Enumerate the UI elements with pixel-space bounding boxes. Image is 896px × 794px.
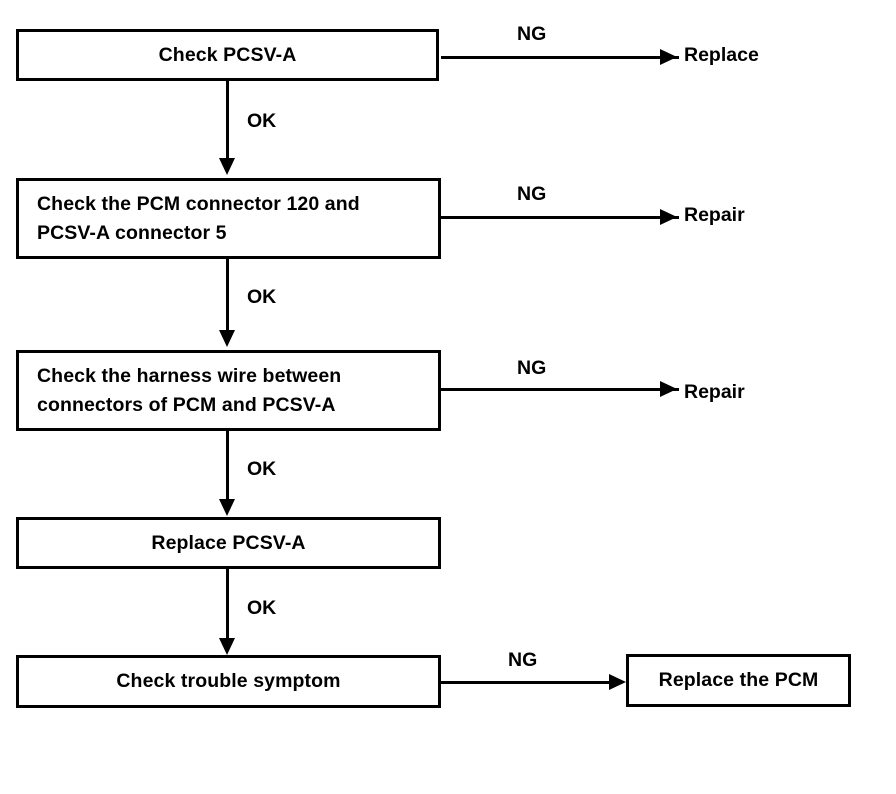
node-check-pcsv-a-line-1: Check PCSV-A — [158, 43, 297, 66]
arrowhead-check-symptom-ng — [609, 674, 626, 690]
edge-line-check-connectors-ng — [441, 216, 679, 219]
edge-label-check-connectors-ng: NG — [517, 183, 547, 205]
arrowhead-replace-pcsv-a-ok — [219, 638, 235, 655]
terminal-repair-connectors: Repair — [684, 204, 745, 226]
terminal-repair-harness: Repair — [684, 381, 745, 403]
node-replace-pcsv-a-line-1: Replace PCSV-A — [151, 531, 306, 554]
edge-label-check-pcsv-a-ok: OK — [247, 110, 277, 132]
edge-label-check-pcsv-a-ng: NG — [517, 23, 547, 45]
edge-line-check-pcsv-a-ok — [226, 80, 229, 160]
edge-line-replace-pcsv-a-ok — [226, 568, 229, 640]
node-replace-pcm-line-1: Replace the PCM — [658, 669, 819, 692]
terminal-replace: Replace — [684, 44, 759, 66]
arrowhead-check-harness-ng — [660, 381, 677, 397]
edge-line-check-pcsv-a-ng — [441, 56, 679, 59]
node-check-harness-line-2: connectors of PCM and PCSV-A — [37, 393, 336, 416]
edge-label-check-connectors-ok: OK — [247, 286, 277, 308]
edge-line-check-symptom-ng — [441, 681, 615, 684]
edge-label-check-harness-ok: OK — [247, 458, 277, 480]
node-check-connectors-line-1: Check the PCM connector 120 and — [37, 193, 360, 216]
node-check-connectors[interactable]: Check the PCM connector 120 and PCSV-A c… — [16, 178, 441, 259]
arrowhead-check-pcsv-a-ok — [219, 158, 235, 175]
edge-label-check-symptom-ng: NG — [508, 649, 538, 671]
edge-label-check-harness-ng: NG — [517, 357, 547, 379]
arrowhead-check-connectors-ng — [660, 209, 677, 225]
edge-line-check-harness-ok — [226, 430, 229, 501]
arrowhead-check-connectors-ok — [219, 330, 235, 347]
arrowhead-check-harness-ok — [219, 499, 235, 516]
edge-label-replace-pcsv-a-ok: OK — [247, 597, 277, 619]
node-check-harness[interactable]: Check the harness wire between connector… — [16, 350, 441, 431]
node-check-pcsv-a[interactable]: Check PCSV-A — [16, 29, 439, 81]
node-check-connectors-line-2: PCSV-A connector 5 — [37, 221, 227, 244]
node-check-symptom[interactable]: Check trouble symptom — [16, 655, 441, 708]
node-check-symptom-line-1: Check trouble symptom — [116, 670, 341, 693]
arrowhead-check-pcsv-a-ng — [660, 49, 677, 65]
edge-line-check-connectors-ok — [226, 258, 229, 332]
node-check-harness-line-1: Check the harness wire between — [37, 365, 342, 388]
node-replace-pcm[interactable]: Replace the PCM — [626, 654, 851, 707]
edge-line-check-harness-ng — [441, 388, 679, 391]
node-replace-pcsv-a[interactable]: Replace PCSV-A — [16, 517, 441, 569]
